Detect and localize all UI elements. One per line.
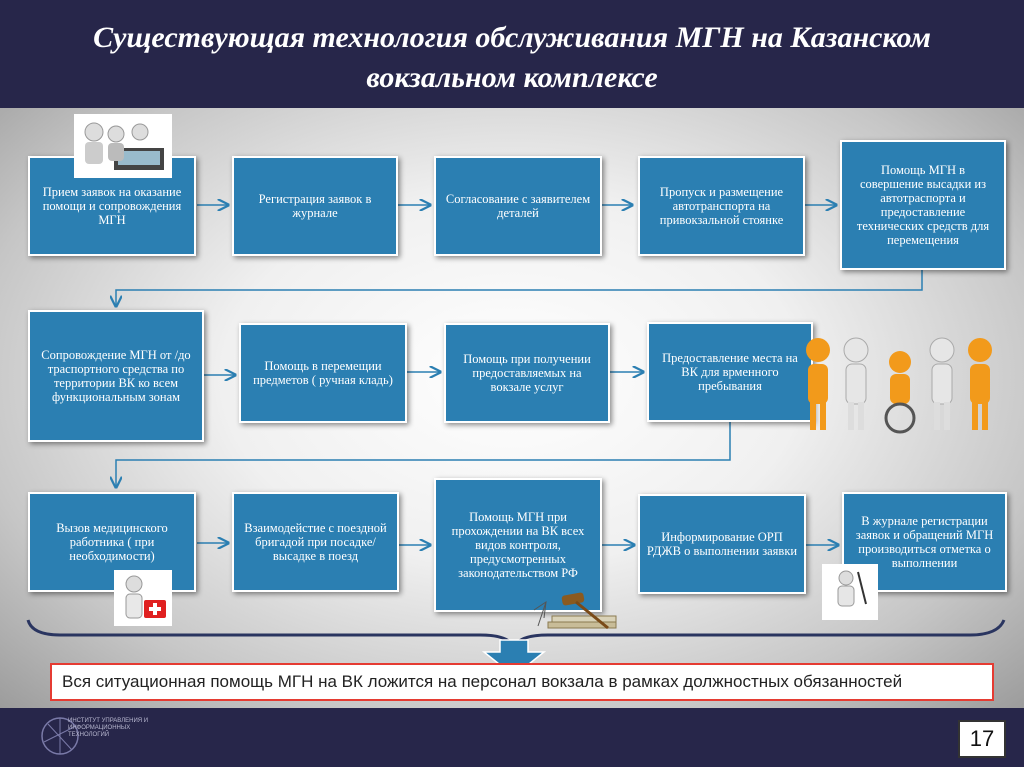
writing-person-icon [822,564,878,620]
page-number: 17 [958,720,1006,758]
step-temporary-place: Предоставление места на ВК для врменного… [647,322,813,422]
gavel-books-icon [532,590,622,632]
summary-banner: Вся ситуационная помощь МГН на ВК ложитс… [50,663,994,701]
step-inform-orp: Информирование ОРП РДЖВ о выполнении зая… [638,494,806,594]
call-center-illustration [74,114,172,178]
people-group-icon [800,328,1000,434]
step-escort-mgn: Сопровождение МГН от /до траспортного ср… [28,310,204,442]
institute-logo-text: Институт управления и информационных тех… [68,718,149,738]
step-disembark-help: Помощь МГН в совершение высадки из автот… [840,140,1006,270]
step-luggage-help: Помощь в перемещии предметов ( ручная кл… [239,323,407,423]
medical-doctor-icon [114,570,172,626]
step-register-journal: Регистрация заявок в журнале [232,156,398,256]
step-control-help: Помощь МГН при прохождении на ВК всех ви… [434,478,602,612]
step-train-crew: Взаимодейстие с поездной бригадой при по… [232,492,399,592]
step-vehicle-parking: Пропуск и размещение автотранспорта на п… [638,156,805,256]
step-agree-details: Согласование с заявителем деталей [434,156,602,256]
header-bar: Существующая технология обслуживания МГН… [0,0,1024,108]
footer-bar [0,708,1024,767]
step-services-help: Помощь при получении предоставляемых на … [444,323,610,423]
institute-logo [40,712,170,760]
slide-title: Существующая технология обслуживания МГН… [93,21,931,94]
